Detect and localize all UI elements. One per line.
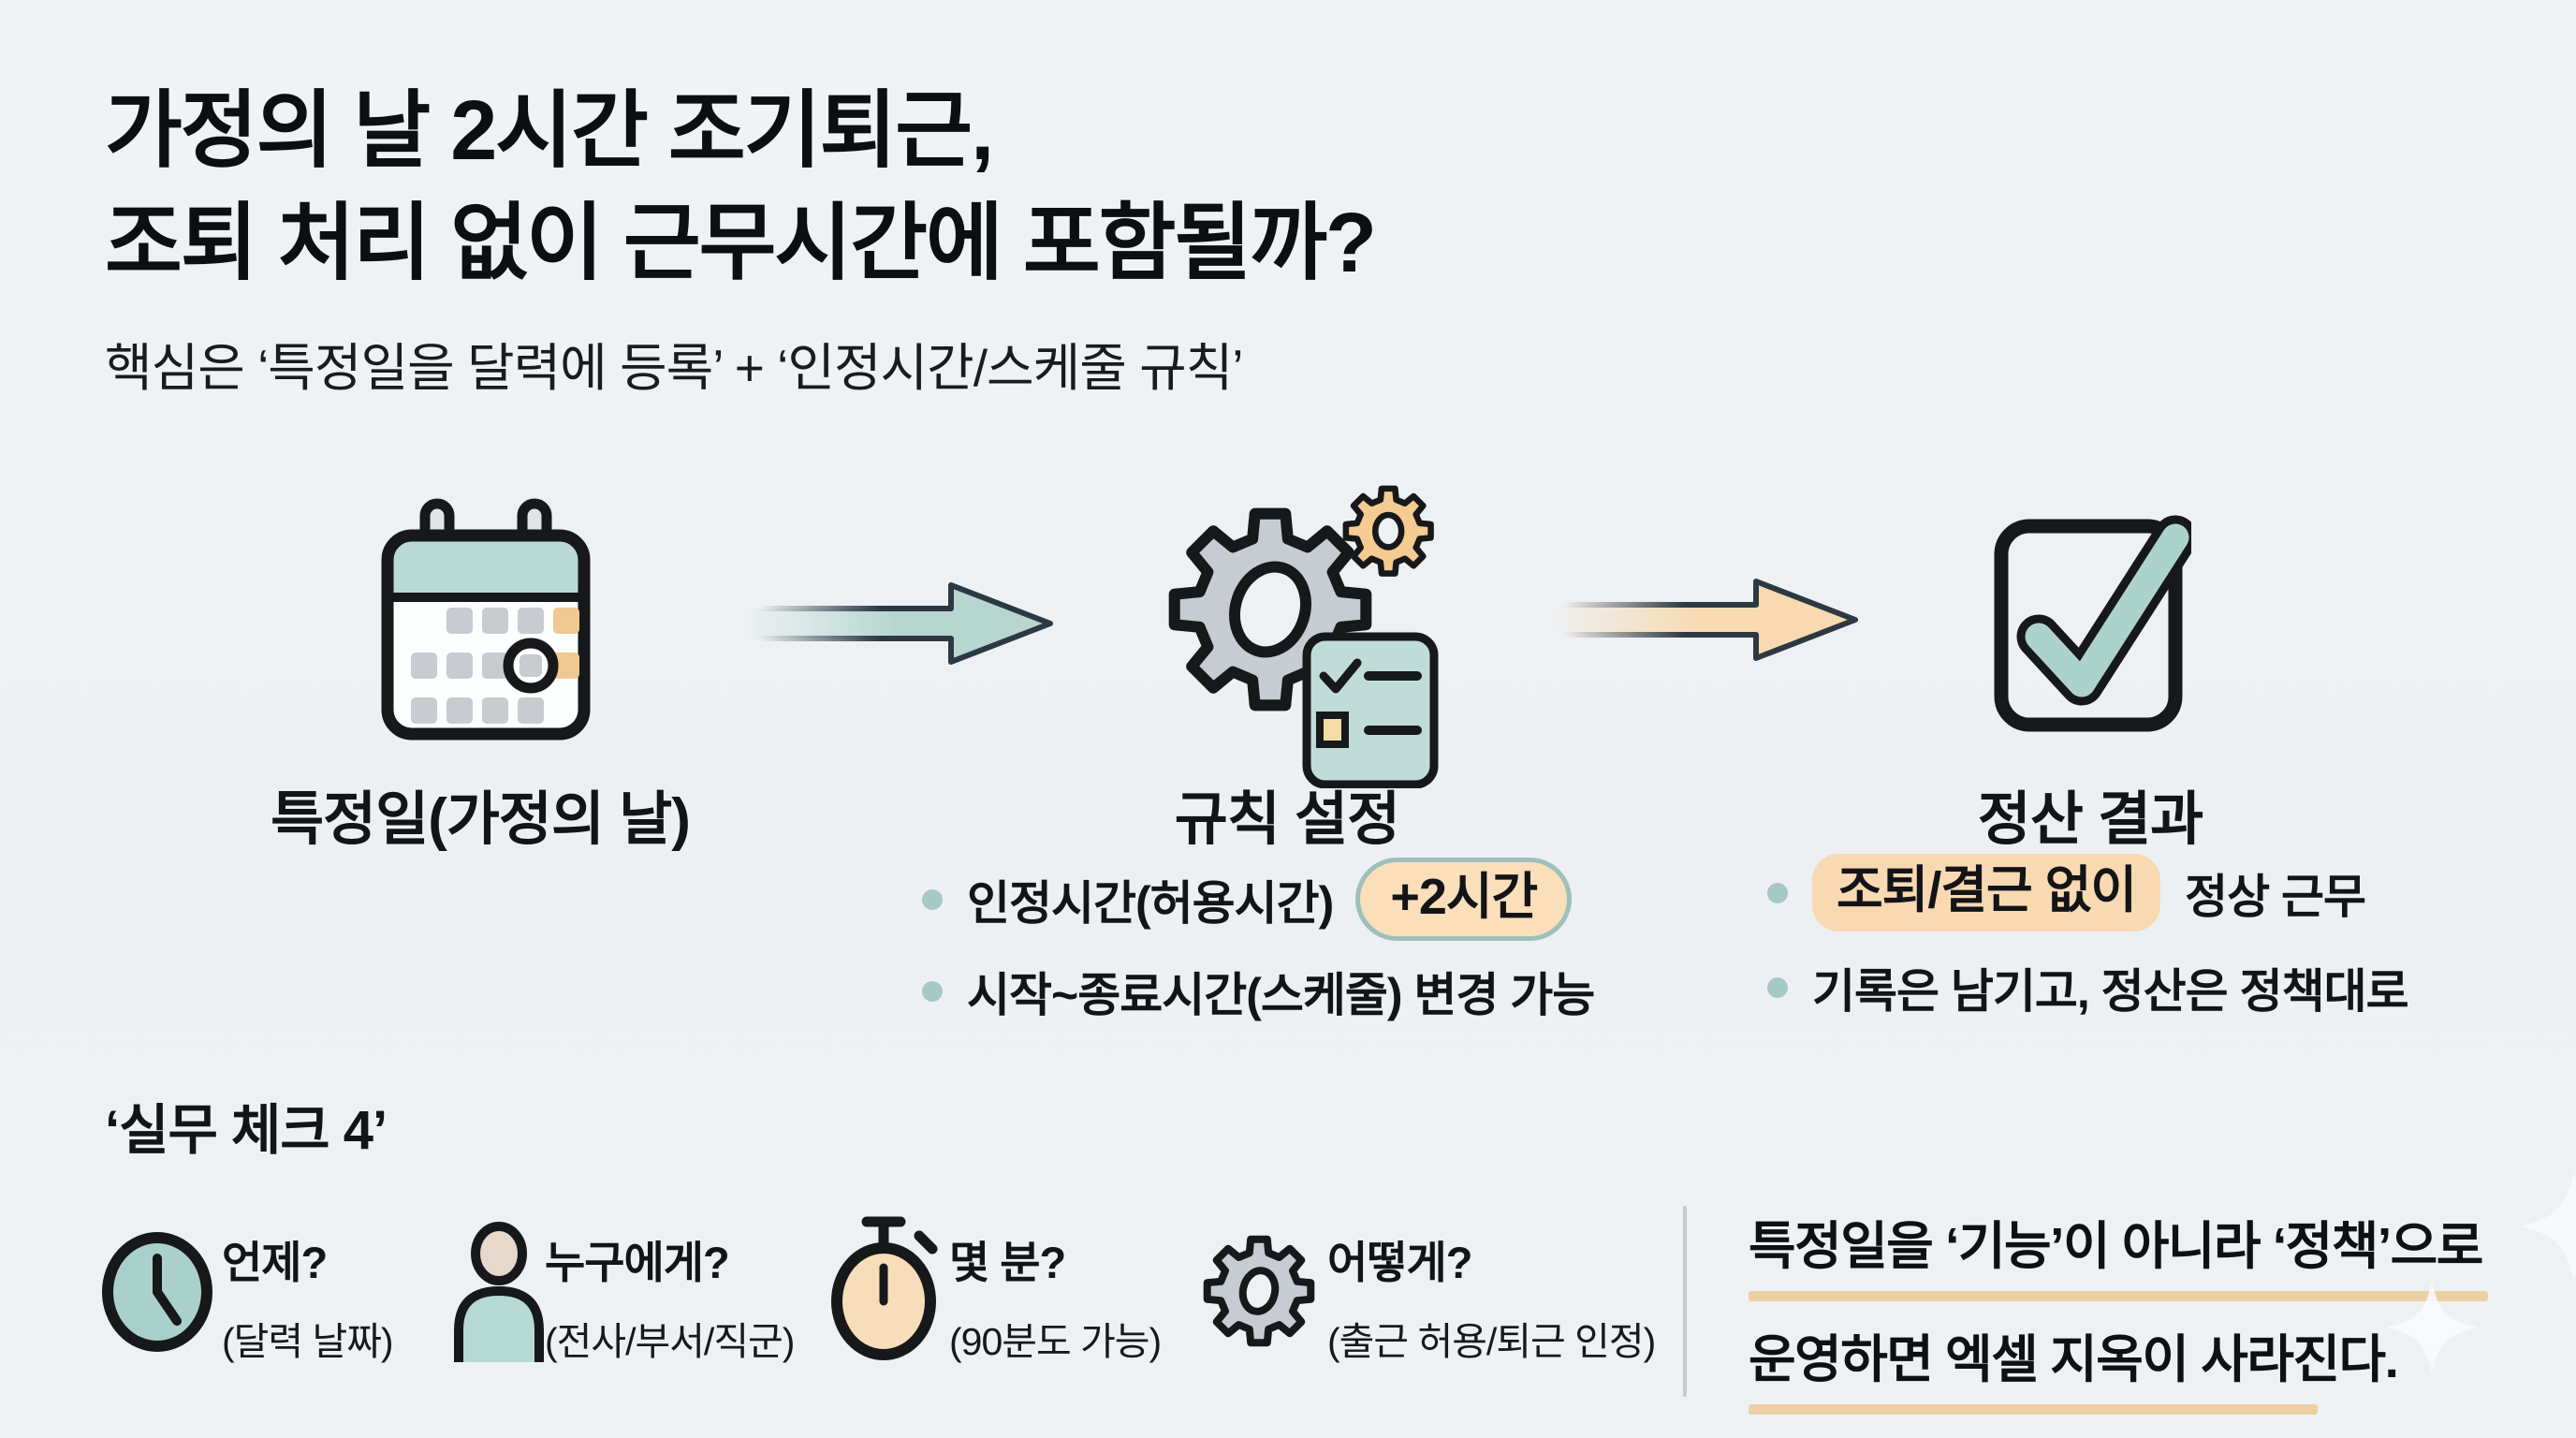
settlement-bullets: 조퇴/결근 없이 정상 근무 기록은 남기고, 정산은 정책대로	[1767, 854, 2409, 1021]
bullet-text: 시작~종료시간(스케줄) 변경 가능	[967, 969, 1595, 1022]
item-subtitle: (달력 날짜)	[222, 1320, 394, 1363]
checkbox-icon	[1990, 496, 2191, 738]
person-icon	[446, 1220, 553, 1365]
practice-check-heading: ‘실무 체크 4’	[105, 1100, 388, 1161]
calendar-icon	[378, 498, 593, 746]
item-title: 언제?	[222, 1238, 328, 1287]
quote-line-1: 특정일을 ‘기능’이 아니라 ‘정책’으로	[1749, 1217, 2483, 1275]
bullet-text: 기록은 남기고, 정산은 정책대로	[1812, 965, 2409, 1019]
plus-2h-badge: +2시간	[1355, 858, 1573, 942]
item-title: 어떻게?	[1327, 1238, 1472, 1287]
arrow-right-icon-teal	[741, 577, 1055, 670]
bullet-dot	[1767, 977, 1788, 999]
bullet-text: 정상 근무	[2185, 870, 2366, 923]
quote-line-2: 운영하면 엑셀 지옥이 사라진다.	[1749, 1330, 2399, 1388]
bullet-item: 시작~종료시간(스케줄) 변경 가능	[922, 958, 1595, 1025]
policy-quote: 특정일을 ‘기능’이 아니라 ‘정책’으로 운영하면 엑셀 지옥이 사라진다.	[1749, 1204, 2488, 1415]
bullet-dot	[1767, 882, 1788, 903]
gear-icon	[1202, 1234, 1316, 1348]
bullet-item: 인정시간(허용시간) +2시간	[922, 858, 1594, 942]
rule-setting-bullets: 인정시간(허용시간) +2시간 시작~종료시간(스케줄) 변경 가능	[922, 858, 1595, 1025]
item-subtitle: (출근 허용/퇴근 인정)	[1327, 1320, 1656, 1363]
bullet-dot	[922, 981, 943, 1003]
practice-item-when: 언제? (달력 날짜)	[222, 1226, 394, 1366]
stopwatch-icon	[829, 1211, 942, 1363]
item-subtitle: (90분도 가능)	[949, 1320, 1162, 1363]
practice-item-who: 누구에게? (전사/부서/직군)	[545, 1226, 795, 1366]
clock-icon	[99, 1228, 216, 1355]
page-title: 가정의 날 2시간 조기퇴근, 조퇴 처리 없이 근무시간에 포함될까?	[105, 75, 1377, 300]
quote-underline-2	[1749, 1404, 2318, 1415]
page-title-line2: 조퇴 처리 없이 근무시간에 포함될까?	[105, 197, 1377, 290]
page-title-line1: 가정의 날 2시간 조기퇴근,	[105, 84, 994, 178]
bullet-item: 기록은 남기고, 정산은 정책대로	[1767, 954, 2409, 1021]
bullet-text: 인정시간(허용시간)	[967, 876, 1334, 930]
sparkle-icon	[2385, 1281, 2479, 1374]
bullet-item: 조퇴/결근 없이 정상 근무	[1767, 854, 2408, 932]
gears-checklist-icon	[1159, 479, 1440, 788]
bullet-dot	[922, 888, 943, 910]
item-title: 누구에게?	[545, 1238, 730, 1287]
step-label-rule-setting: 규칙 설정	[1174, 787, 1400, 852]
arrow-right-icon-peach	[1546, 573, 1860, 667]
practice-item-minutes: 몇 분? (90분도 가능)	[949, 1226, 1162, 1366]
item-title: 몇 분?	[949, 1238, 1066, 1287]
practice-item-how: 어떻게? (출근 허용/퇴근 인정)	[1327, 1226, 1656, 1366]
quote-underline-1	[1749, 1291, 2488, 1301]
item-subtitle: (전사/부서/직군)	[545, 1320, 795, 1363]
step-label-settlement-result: 정산 결과	[1977, 787, 2203, 852]
step-label-special-day: 특정일(가정의 날)	[271, 787, 691, 852]
vertical-divider	[1683, 1206, 1687, 1397]
page-subtitle: 핵심은 ‘특정일을 달력에 등록’ + ‘인정시간/스케줄 규칙’	[105, 339, 1244, 397]
sparkle-icon	[2518, 1170, 2576, 1283]
no-early-leave-highlight: 조퇴/결근 없이	[1812, 854, 2161, 932]
